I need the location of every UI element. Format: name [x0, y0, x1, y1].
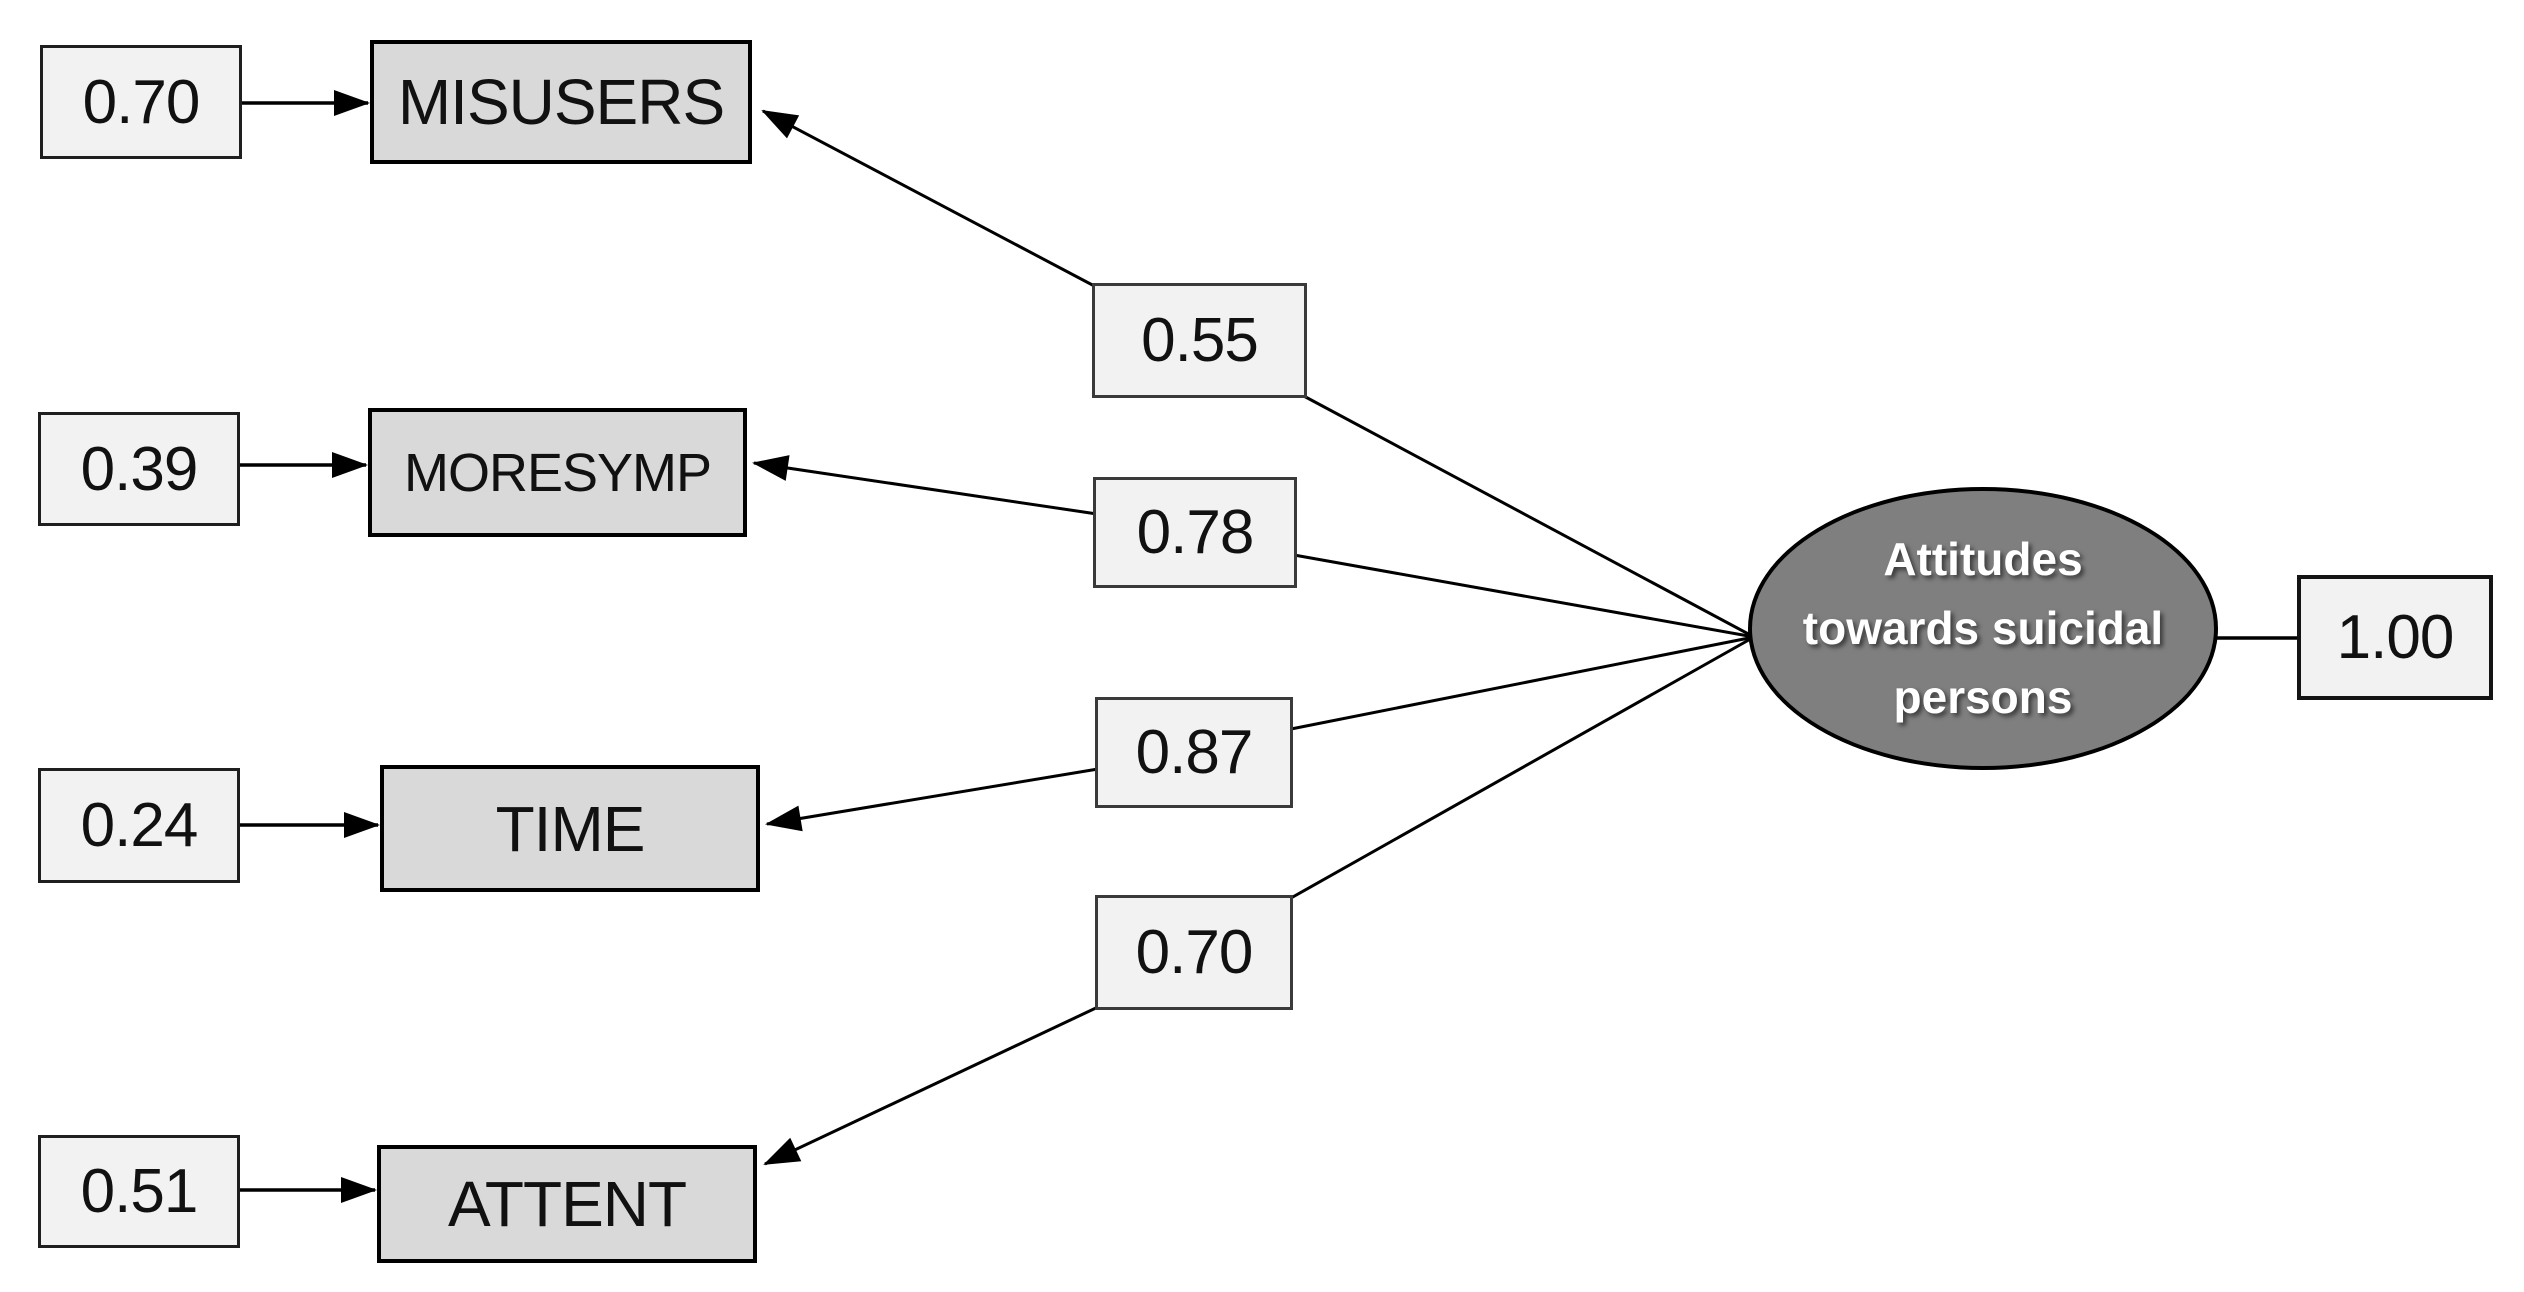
variance-value: 1.00: [2336, 603, 2455, 672]
latent-ellipse: Attitudes towards suicidal persons: [1748, 487, 2218, 770]
loading-line-time: [1290, 635, 1755, 731]
observed-label: TIME: [495, 792, 646, 865]
loading-line-misusers: [1299, 392, 1755, 639]
loading-value: 0.70: [1135, 918, 1254, 987]
error-box-time: 0.24: [38, 768, 240, 883]
loading-line-attent: [1290, 635, 1755, 900]
loading-arrow-attent: [763, 1005, 1099, 1166]
observed-box-misusers: MISUSERS: [370, 40, 752, 164]
error-box-misusers: 0.70: [40, 45, 242, 159]
observed-box-moresymp: MORESYMP: [368, 408, 747, 537]
variance-box: 1.00: [2297, 575, 2493, 700]
observed-label: MORESYMP: [403, 442, 712, 503]
error-value: 0.39: [80, 434, 199, 504]
loading-arrow-misusers: [761, 109, 1101, 291]
loading-box-misusers: 0.55: [1092, 283, 1307, 398]
error-value: 0.24: [80, 791, 199, 860]
loading-line-moresymp: [1293, 553, 1755, 639]
observed-box-attent: ATTENT: [377, 1145, 757, 1263]
latent-label-line: towards suicidal: [1802, 602, 2164, 654]
error-box-moresymp: 0.39: [38, 412, 240, 526]
error-value: 0.70: [82, 67, 201, 137]
latent-label-line: Attitudes: [1883, 533, 2083, 585]
loading-arrow-moresymp: [752, 455, 1098, 516]
loading-box-moresymp: 0.78: [1093, 477, 1297, 588]
loading-box-time: 0.87: [1095, 697, 1293, 808]
loading-value: 0.55: [1141, 306, 1259, 375]
latent-label-line: persons: [1893, 671, 2073, 723]
observed-label: MISUSERS: [397, 66, 725, 138]
loading-value: 0.87: [1135, 718, 1254, 787]
error-box-attent: 0.51: [38, 1135, 240, 1248]
loading-arrow-time: [765, 767, 1099, 832]
error-value: 0.51: [80, 1157, 199, 1226]
loading-value: 0.78: [1136, 498, 1255, 567]
observed-label: ATTENT: [447, 1168, 687, 1240]
loading-box-attent: 0.70: [1095, 895, 1293, 1010]
observed-box-time: TIME: [380, 765, 760, 892]
